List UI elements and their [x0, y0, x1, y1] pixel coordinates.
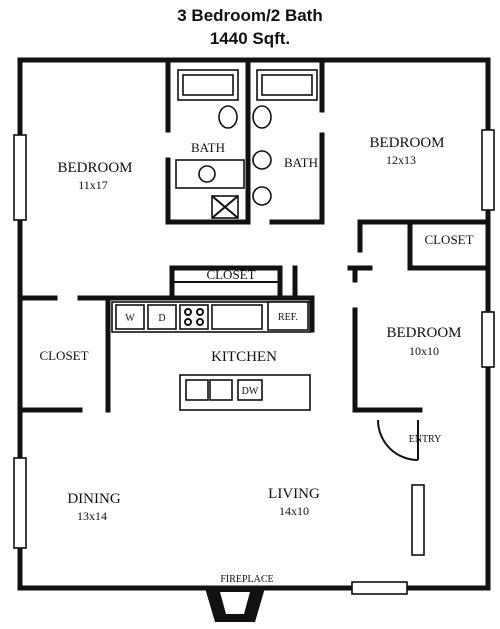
washer	[115, 304, 145, 330]
dims-bedroom-small: 10x10	[409, 344, 439, 358]
label-fireplace: FIREPLACE	[220, 574, 273, 585]
label-dining: DINING	[67, 491, 120, 507]
dims-dining: 13x14	[77, 509, 107, 523]
label-closet-left: CLOSET	[39, 348, 88, 363]
label-washer: W	[125, 313, 135, 324]
refrigerator	[267, 301, 309, 331]
window-bedroom-small	[481, 311, 495, 368]
dryer	[147, 304, 177, 330]
label-bath-left: BATH	[191, 140, 225, 155]
dims-bedroom-right: 12x13	[386, 153, 416, 167]
label-bedroom-left: BEDROOM	[57, 160, 132, 176]
label-living: LIVING	[268, 486, 320, 502]
interior-walls	[17, 57, 491, 413]
plan-title: 3 Bedroom/2 Bath	[177, 6, 323, 25]
dims-bedroom-left: 11x17	[78, 178, 108, 192]
window-living	[411, 484, 425, 556]
window-bottom	[351, 581, 408, 595]
label-bedroom-small: BEDROOM	[386, 325, 461, 341]
label-dryer: D	[158, 313, 165, 324]
label-bath-right: BATH	[284, 155, 318, 170]
island-sink-a	[185, 379, 209, 401]
window-dining	[13, 457, 27, 549]
label-entry: ENTRY	[409, 434, 442, 445]
entry-door-swing	[377, 419, 419, 461]
toilet-right	[252, 105, 272, 129]
dims-living: 14x10	[279, 504, 309, 518]
kitchen-appliances	[111, 301, 311, 401]
sink-left	[198, 165, 216, 183]
window-bedroom-right	[481, 129, 495, 211]
label-kitchen: KITCHEN	[211, 349, 277, 365]
label-closet-right: CLOSET	[424, 232, 473, 247]
label-bedroom-right: BEDROOM	[369, 135, 444, 151]
kitchen-sink	[211, 304, 263, 330]
label-closet-center: CLOSET	[206, 267, 255, 282]
sink-right-b	[252, 186, 272, 206]
label-fridge: REF.	[278, 312, 298, 323]
fireplace-hearth	[220, 592, 250, 614]
island-sink-b	[209, 379, 233, 401]
bath-fixtures	[175, 69, 318, 219]
sink-right-a	[252, 150, 272, 170]
plan-area: 1440 Sqft.	[209, 29, 291, 48]
windows	[13, 129, 495, 595]
toilet-left	[218, 105, 238, 129]
window-bedroom-left	[13, 134, 27, 221]
exterior-walls	[17, 57, 491, 591]
dishwasher	[237, 379, 263, 401]
bathtub-right-inner	[261, 74, 313, 96]
label-dishwasher: DW	[242, 386, 259, 397]
bathtub-left-inner	[182, 74, 234, 96]
stove	[179, 304, 209, 330]
